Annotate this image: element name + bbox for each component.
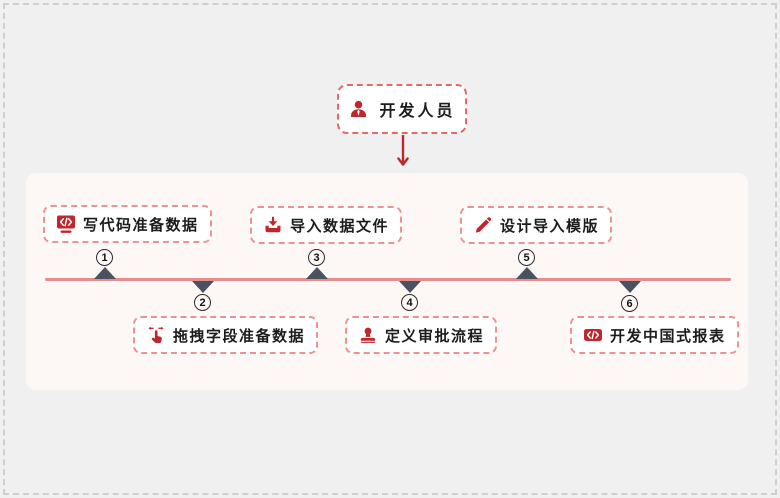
timeline-marker-down-2 <box>192 281 214 293</box>
step-number-2: 2 <box>194 294 211 311</box>
step-label: 导入数据文件 <box>290 217 390 235</box>
developer-actor-label: 开发人员 <box>379 103 456 120</box>
report-code-icon <box>583 325 603 345</box>
step-number-3: 3 <box>308 249 325 266</box>
stamp-icon <box>358 325 378 345</box>
step-box-import-file: 导入数据文件 <box>250 206 403 244</box>
pen-icon <box>473 215 493 235</box>
step-number-6: 6 <box>621 295 638 312</box>
step-box-chinese-report: 开发中国式报表 <box>570 316 739 354</box>
step-box-approval-flow: 定义审批流程 <box>345 316 498 354</box>
drag-hand-icon <box>146 325 166 345</box>
step-number-4: 4 <box>401 294 418 311</box>
step-label: 设计导入模版 <box>500 217 600 235</box>
code-icon <box>56 214 76 234</box>
import-icon <box>263 215 283 235</box>
timeline-line <box>45 278 731 281</box>
step-label: 开发中国式报表 <box>610 327 726 345</box>
timeline-marker-down-6 <box>619 281 641 293</box>
down-arrow-icon <box>395 134 411 170</box>
timeline-marker-up-3 <box>306 267 328 279</box>
step-box-design-template: 设计导入模版 <box>460 206 613 244</box>
step-number-1: 1 <box>96 249 113 266</box>
timeline-marker-up-5 <box>516 267 538 279</box>
step-label: 写代码准备数据 <box>83 216 199 234</box>
step-box-drag-fields: 拖拽字段准备数据 <box>133 316 319 354</box>
developer-actor-box: 开发人员 <box>337 84 467 134</box>
timeline-marker-up-1 <box>94 267 116 279</box>
step-label: 定义审批流程 <box>385 327 485 345</box>
step-number-5: 5 <box>518 249 535 266</box>
step-label: 拖拽字段准备数据 <box>173 327 306 345</box>
person-icon <box>348 99 369 120</box>
step-box-write-code: 写代码准备数据 <box>43 205 212 243</box>
timeline-marker-down-4 <box>399 281 421 293</box>
